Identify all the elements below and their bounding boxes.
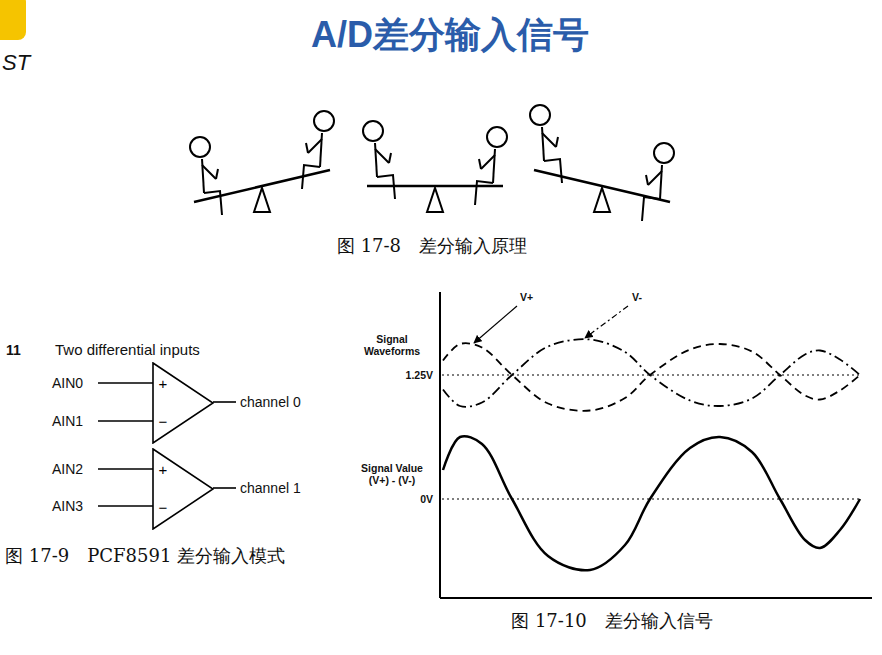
- chart-axes: [440, 292, 872, 598]
- logo-mark: [0, 0, 26, 40]
- v-minus-wave: [443, 339, 860, 407]
- seesaw-illustration: [530, 105, 674, 221]
- input-polarity: −: [159, 414, 168, 429]
- axis-label: Signal Value (V+) - (V-): [352, 462, 432, 486]
- pin-label: AIN1: [52, 413, 83, 429]
- amplifier-outline: [152, 362, 214, 444]
- input-polarity: +: [159, 462, 168, 477]
- signal-name: V-: [632, 291, 642, 303]
- figure-caption: 图 17-8 差分输入原理: [337, 236, 527, 257]
- page-title: A/D差分输入信号: [311, 14, 589, 55]
- pin-label: AIN3: [52, 498, 83, 514]
- signal-name: V+: [520, 291, 533, 303]
- pin-label: AIN2: [52, 461, 83, 477]
- pin-label: AIN0: [52, 375, 83, 391]
- axis-label: Signal Waveforms: [355, 333, 429, 357]
- amplifier-outline: [152, 448, 214, 530]
- amplifier-symbol: +−: [152, 448, 214, 530]
- v-plus-wave: [443, 343, 860, 411]
- voltage-label: 0V: [420, 493, 433, 505]
- leader-line: [474, 306, 517, 343]
- reference-lines: [442, 375, 862, 499]
- channel-label: channel 1: [240, 480, 301, 496]
- leader-line: [585, 306, 628, 338]
- mode-number: 11: [6, 342, 21, 358]
- logo-text: ST: [2, 50, 30, 75]
- mode-name: Two differential inputs: [55, 341, 200, 358]
- seesaw-illustration: [190, 111, 334, 215]
- voltage-label: 1.25V: [406, 369, 433, 381]
- figure-caption: 图 17-9 PCF8591 差分输入模式: [5, 546, 285, 567]
- input-polarity: −: [159, 500, 168, 515]
- seesaw-illustration: [363, 121, 507, 212]
- difference-wave: [443, 436, 860, 570]
- input-polarity: +: [159, 376, 168, 391]
- amplifier-symbol: +−: [152, 362, 214, 444]
- figure-caption: 图 17-10 差分输入信号: [511, 611, 713, 632]
- channel-label: channel 0: [240, 394, 301, 410]
